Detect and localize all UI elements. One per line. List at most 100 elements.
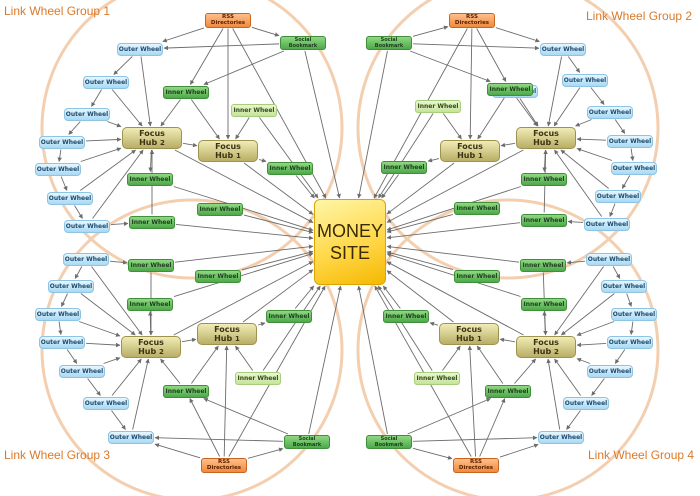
outer-wheel-label: Outer Wheel	[84, 399, 128, 407]
arrow-g4_o4-to-g4_o5	[614, 349, 626, 364]
arrow-g3_soc-to-money	[308, 285, 342, 435]
inner-wheel-label: Inner Wheel	[129, 300, 171, 308]
focus-hub-name: Hub 1	[456, 334, 482, 344]
arrow-g3_i1-to-money	[174, 244, 314, 263]
social-label: Social	[298, 436, 316, 442]
rss-label: RSS	[466, 14, 478, 20]
focus-hub-number: 1	[236, 151, 241, 160]
outer-wheel-node: Outer Wheel	[63, 252, 109, 266]
arrow-g1_o1-to-g1_o2	[113, 56, 133, 75]
inner-wheel-node: Inner Wheel	[383, 309, 429, 323]
outer-wheel-label: Outer Wheel	[49, 282, 93, 290]
inner-wheel-node: Inner Wheel	[163, 85, 209, 99]
arrow-g4_rss-to-g4_i5	[479, 398, 506, 457]
arrow-g4_o6-to-g4_o7	[566, 410, 581, 430]
arrow-g1_o3-to-g1_o4	[68, 121, 81, 135]
arrow-g2_o4-to-g2_f2	[575, 119, 592, 127]
inner-wheel-node: Inner Wheel	[487, 82, 533, 96]
arrow-g3_o6-to-g3_f2	[111, 358, 142, 396]
inner-wheel-node: Inner Wheel	[266, 309, 312, 323]
arrow-g4_o2-to-g4_f2	[560, 293, 615, 336]
inner-wheel-label: Inner Wheel	[522, 261, 564, 269]
outer-wheel-label: Outer Wheel	[585, 220, 629, 228]
arrow-g4_i4-to-money	[382, 285, 401, 309]
arrow-g4_f2-to-money	[386, 261, 524, 336]
arrow-g1_il-to-money	[259, 117, 319, 199]
arrow-g1_o7-to-g1_f2	[92, 149, 144, 219]
inner-wheel-label: Inner Wheel	[523, 175, 565, 183]
outer-wheel-label: Outer Wheel	[612, 164, 656, 172]
bookmark-label: Bookmark	[374, 442, 404, 448]
arrow-g1_il-to-g1_f1	[235, 117, 250, 140]
inner-wheel-label: Inner Wheel	[131, 218, 173, 226]
arrow-g3_o5-to-g3_f2	[103, 356, 121, 364]
focus-hub-number: 2	[160, 138, 165, 147]
focus-hub-label: Focus	[533, 128, 559, 138]
arrow-g3_rss-to-g3_soc	[247, 447, 284, 459]
arrow-g2_o6-to-g2_f2	[576, 147, 613, 161]
focus-hub-word: Hub	[533, 137, 555, 147]
directories-label: Directories	[210, 20, 246, 26]
inner-wheel-node: Inner Wheel	[381, 160, 427, 174]
focus-hub-name: Hub 2	[138, 347, 164, 357]
arrow-g2_rss-to-g2_i1	[476, 28, 507, 82]
inner-wheel-node: Inner Wheel	[163, 384, 209, 398]
inner-wheel-node: Inner Wheel	[521, 297, 567, 311]
outer-wheel-node: Outer Wheel	[59, 364, 105, 378]
arrow-g1_i1-to-g1_f2	[160, 99, 181, 127]
group-title-3: Link Wheel Group 3	[4, 448, 111, 462]
inner-wheel-label: Inner Wheel	[165, 387, 207, 395]
arrow-g1_i2-to-money	[295, 175, 315, 199]
arrow-g3_o4-to-g3_o5	[66, 349, 78, 364]
outer-wheel-label: Outer Wheel	[84, 78, 128, 86]
arrow-g1_o7-to-g1_i4	[110, 221, 129, 226]
inner-wheel-node: Inner Wheel	[454, 201, 500, 215]
money-site-line-2: SITE	[329, 243, 370, 263]
focus-hub-label: Focus	[533, 337, 559, 347]
focus-hub-label: Focus	[139, 128, 165, 138]
arrow-g2_i4-to-money	[386, 222, 521, 240]
social-label: Social	[380, 37, 398, 43]
inner-wheel-label: Inner Wheel	[456, 204, 498, 212]
outer-wheel-label: Outer Wheel	[541, 45, 585, 53]
arrow-g3_soc-to-g3_i5	[203, 397, 289, 435]
outer-wheel-label: Outer Wheel	[60, 367, 104, 375]
inner-wheel-label: Inner Wheel	[197, 272, 239, 280]
arrow-g4_rss-to-g4_o7	[499, 443, 539, 458]
outer-wheel-node: Outer Wheel	[611, 307, 657, 321]
arrow-g3_o7-to-g3_f2	[132, 358, 150, 430]
outer-wheel-label: Outer Wheel	[48, 194, 92, 202]
focus-hub-number: 1	[478, 151, 483, 160]
arrow-g2_f1-to-money	[386, 162, 455, 215]
arrow-g4_i5-to-g4_f2	[514, 358, 536, 384]
focus-hub-word: Hub	[456, 333, 478, 343]
arrow-g4_il-to-g4_f1	[442, 345, 461, 371]
arrow-g2_o7-to-g2_f2	[560, 149, 609, 189]
inner-wheel-label: Inner Wheel	[487, 387, 529, 395]
inner-wheel-label: Inner Wheel	[417, 102, 459, 110]
arrow-g4_il-to-money	[377, 285, 433, 371]
focus-hub-label: Focus	[457, 141, 483, 151]
arrow-g1_o5-to-g1_f2	[80, 147, 122, 162]
outer-wheel-label: Outer Wheel	[40, 338, 84, 346]
focus-hub-number: 1	[235, 334, 240, 343]
bookmark-label: Bookmark	[288, 43, 318, 49]
arrow-g1_f2-to-g1_f1	[182, 142, 198, 148]
arrow-g2_o5-to-g2_f2	[576, 137, 607, 142]
inner-wheel-label: Inner Wheel	[385, 312, 427, 320]
arrow-g4_soc-to-money	[357, 285, 388, 435]
arrow-g4_soc-to-g4_rss	[412, 447, 453, 460]
outer-wheel-node: Outer Wheel	[595, 189, 641, 203]
inner-wheel-label: Inner Wheel	[269, 164, 311, 172]
inner-wheel-label: Inner Wheel	[416, 374, 458, 382]
ring-group-4	[356, 198, 660, 496]
arrow-g1_f1-to-money	[243, 162, 314, 215]
outer-wheel-label: Outer Wheel	[563, 76, 607, 84]
